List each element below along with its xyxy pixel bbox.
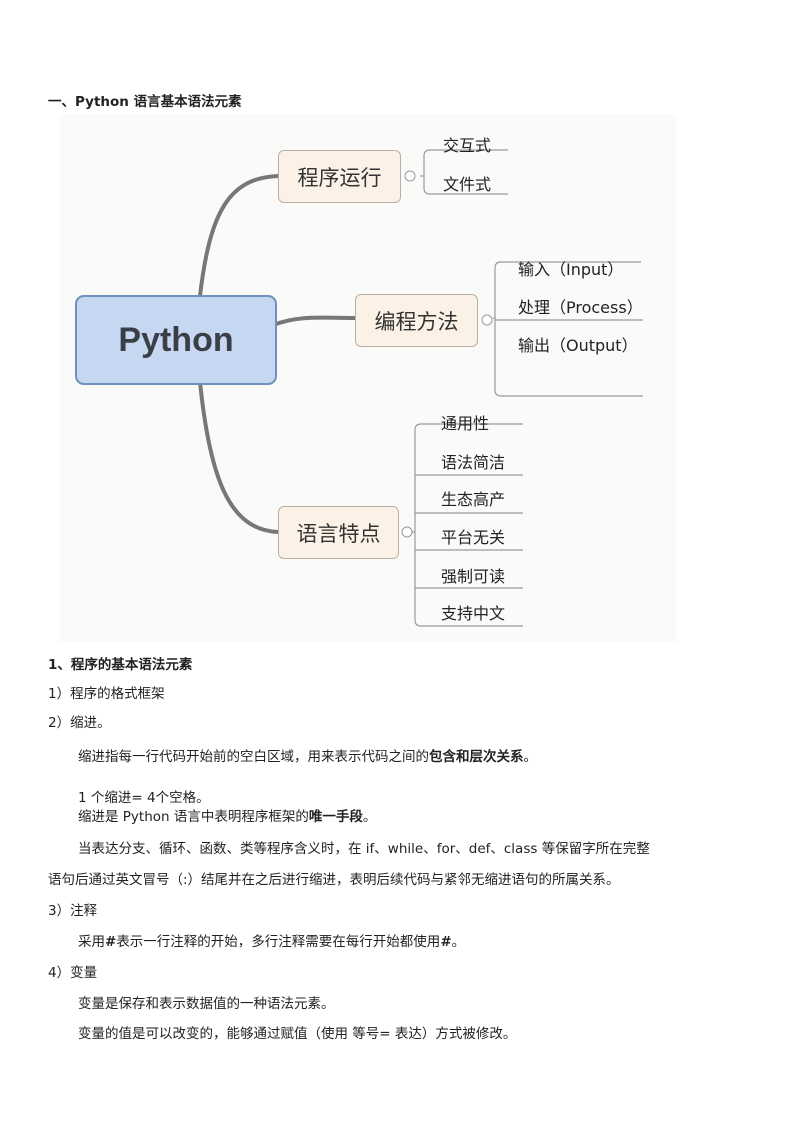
text: 缩进是 Python 语言中表明程序框架的 (78, 809, 309, 825)
leaf-interactive: 交互式 (443, 136, 492, 155)
indent-paragraph-4-line-1: 当表达分支、循环、函数、类等程序含义时，在 if、while、for、def、c… (78, 841, 650, 857)
bold-text: # (105, 934, 117, 950)
leaf-chinese: 支持中文 (441, 604, 506, 623)
indent-paragraph-2: 1 个缩进= 4个空格。 (78, 790, 210, 806)
mindmap-root-python: Python (75, 295, 277, 385)
leaf-input: 输入（Input） (518, 260, 624, 279)
leaf-general: 通用性 (441, 414, 490, 433)
section-title: 1、程序的基本语法元素 (48, 657, 193, 673)
text: 。 (362, 809, 377, 825)
bold-text: # (440, 934, 452, 950)
mind-map-content: Python 程序运行 编程方法 语言特点 交互式 文件式 输入（Input） … (60, 90, 676, 642)
mind-map-connectors (198, 149, 643, 627)
text: 。 (451, 934, 466, 950)
comment-paragraph: 采用#表示一行注释的开始，多行注释需要在每行开始都使用#。 (78, 933, 465, 951)
leaf-readable: 强制可读 (441, 567, 506, 586)
indent-paragraph-3: 缩进是 Python 语言中表明程序框架的唯一手段。 (78, 808, 376, 826)
item-2: 2）缩进。 (48, 715, 111, 731)
bold-text: 唯一手段 (308, 809, 363, 825)
branch-programming-method: 编程方法 (355, 294, 478, 347)
variable-paragraph-2: 变量的值是可以改变的，能够通过赋值（使用 等号= 表达）方式被修改。 (78, 1026, 517, 1042)
item-1: 1）程序的格式框架 (48, 686, 165, 702)
item-4: 4）变量 (48, 965, 98, 981)
variable-paragraph-1: 变量是保存和表示数据值的一种语法元素。 (78, 996, 335, 1012)
leaf-file: 文件式 (443, 175, 492, 194)
leaf-output: 输出（Output） (518, 336, 638, 355)
leaf-concise: 语法简洁 (441, 453, 506, 472)
indent-paragraph-4-line-2: 语句后通过英文冒号（:）结尾并在之后进行缩进，表明后续代码与紧邻无缩进语句的所属… (48, 872, 620, 888)
mind-map: Python 程序运行 编程方法 语言特点 交互式 文件式 输入（Input） … (60, 114, 676, 642)
branch-language-features: 语言特点 (278, 506, 399, 559)
leaf-ecosystem: 生态高产 (441, 490, 506, 509)
text: 。 (523, 749, 538, 765)
item-3: 3）注释 (48, 903, 98, 919)
indent-paragraph-1: 缩进指每一行代码开始前的空白区域，用来表示代码之间的包含和层次关系。 (78, 748, 537, 766)
text: 表示一行注释的开始，多行注释需要在每行开始都使用 (116, 934, 441, 950)
branch-program-run: 程序运行 (278, 150, 401, 203)
text: 采用 (78, 934, 105, 950)
leaf-process: 处理（Process） (518, 298, 643, 317)
bold-text: 包含和层次关系 (429, 749, 524, 765)
heading: 一、Python 语言基本语法元素 (48, 94, 242, 110)
leaf-platform: 平台无关 (441, 528, 506, 547)
text: 缩进指每一行代码开始前的空白区域，用来表示代码之间的 (78, 749, 429, 765)
